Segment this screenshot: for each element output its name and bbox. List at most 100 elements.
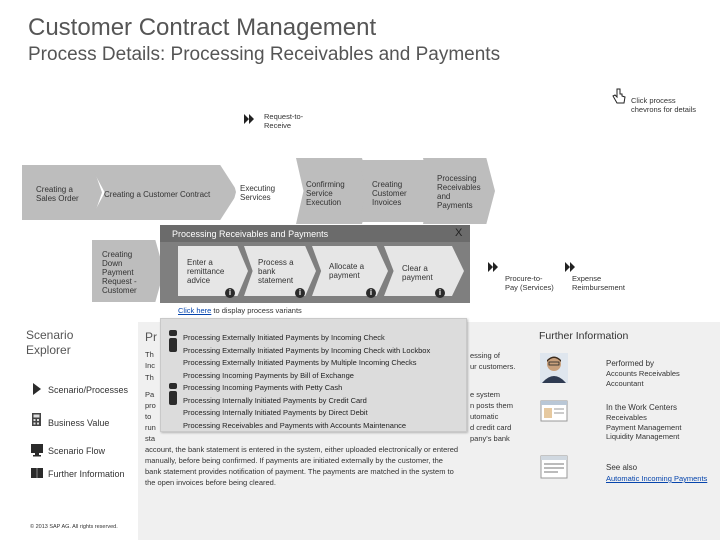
right-fragment-8: d credit card [470,423,512,432]
request-line-2: Receive [264,121,292,130]
info-big-icon [166,383,180,410]
info-icon-3[interactable]: i [366,288,376,298]
sidebar-item-scenario-flow[interactable]: Scenario Flow [48,446,106,456]
variant-item[interactable]: Processing Receivables and Payments with… [183,421,407,430]
subtitle-lead: Process Details: [28,44,166,65]
left-fragment-8: run [145,423,156,432]
chevron-creating-customer-invoices[interactable] [359,160,433,222]
scenario-explorer-sidebar [0,322,138,540]
body-line-2: manually, before being confirmed. If pay… [145,456,443,465]
substep-clear-payment[interactable] [384,246,464,296]
right-fragment-6: n posts them [470,401,513,410]
right-fragment-7: utomatic [470,412,499,421]
subtitle-rest: Processing Receivables and Payments [165,44,501,65]
body-line-3: bank statement provides notification of … [145,467,454,476]
variant-item[interactable]: Processing Externally Initiated Payments… [183,358,417,367]
chevron-creating-customer-contract[interactable] [90,165,238,220]
right-fragment-1: essing of [470,351,501,360]
next-procure-to-pay[interactable]: Procure-to-Pay (Services) [505,274,554,292]
double-chevron-icon[interactable] [488,259,500,277]
main-heading-fragment: Pr [145,330,157,344]
work-centers-label: In the Work Centers [606,403,677,412]
right-fragment-9: pany's bank [470,434,510,443]
double-chevron-icon[interactable] [244,111,254,124]
book-icon [30,466,44,480]
work-center-icon [540,400,568,424]
left-fragment-2: Inc [145,361,156,370]
page-title: Customer Contract Management [28,14,377,41]
right-fragment-2: ur customers. [470,362,516,371]
automatic-incoming-payments-link[interactable]: Automatic Incoming Payments [606,474,708,483]
left-fragment-3: Th [145,373,154,382]
body-line-4: the open invoices before being cleared. [145,478,276,487]
info-big-icon [166,330,180,357]
hand-pointer-icon [612,88,626,111]
left-fragment-5: Pa [145,390,155,399]
request-line-1: Request-to- [264,112,304,121]
left-fragment-9: sta [145,434,156,443]
detail-title: Processing Receivables and Payments [172,229,329,239]
further-info-heading: Further Information [539,330,629,342]
copyright: © 2013 SAP AG. All rights reserved. [30,524,118,530]
chevron-confirming-service-execution[interactable] [296,158,371,224]
left-fragment-6: pro [145,401,156,410]
process-variants-popup [160,318,467,432]
see-also-label: See also [606,463,638,472]
click-here-link[interactable]: Click here [178,306,212,315]
performed-by-label: Performed by [606,359,655,368]
sidebar-item-business-value[interactable]: Business Value [48,418,110,428]
chevron-creating-down-payment[interactable] [92,240,164,302]
close-icon[interactable]: X [455,227,463,239]
chevron-creating-sales-order[interactable] [22,165,102,220]
step-label-2: Creating a Customer Contract [104,190,211,199]
body-line-1: account, the bank statement is entered i… [145,445,459,454]
info-icon-1[interactable]: i [225,288,235,298]
variants-hint-rest: to display process variants [211,306,302,315]
left-fragment-7: to [145,412,152,421]
double-chevron-icon[interactable] [565,259,577,277]
hint-line-2: chevrons for details [631,105,697,114]
variant-item[interactable]: Processing Internally Initiated Payments… [183,408,368,417]
variant-item[interactable]: Processing Externally Initiated Payments… [183,346,431,355]
info-icon-2[interactable]: i [295,288,305,298]
substep-process-bank-statement[interactable] [244,246,316,296]
detail-panel-header [160,225,470,242]
left-fragment-1: Th [145,350,154,359]
right-fragment-5: e system [470,390,501,399]
page-subtitle: Process Details: Processing Receivables … [28,44,500,66]
chevron-right-icon [30,382,44,396]
variant-item[interactable]: Processing Externally Initiated Payments… [183,333,385,342]
substep-enter-remittance[interactable] [178,246,248,296]
substep-allocate-payment[interactable] [312,246,388,296]
request-to-receive: Request-to- Receive [264,112,303,130]
see-also-link-wrap: Automatic Incoming Payments [606,474,707,484]
hint-line-1: Click process [631,96,676,105]
chevron-processing-receivables-payments[interactable] [423,158,495,224]
variant-item[interactable]: Processing Incoming Payments by Bill of … [183,371,354,380]
avatar [540,353,568,383]
variant-item[interactable]: Processing Incoming Payments with Petty … [183,383,343,392]
click-hint: Click process chevrons for details [631,96,696,114]
calculator-icon [30,413,44,427]
monitor-icon [30,443,44,457]
variant-item[interactable]: Processing Internally Initiated Payments… [183,396,367,405]
chevron-executing-services[interactable] [228,162,308,222]
sidebar-item-scenario-processes[interactable]: Scenario/Processes [48,385,129,395]
screen-icon [540,455,568,481]
info-icon-4[interactable]: i [435,288,445,298]
variants-hint: Click here to display process variants [178,306,302,315]
sidebar-item-further-information[interactable]: Further Information [48,469,125,479]
